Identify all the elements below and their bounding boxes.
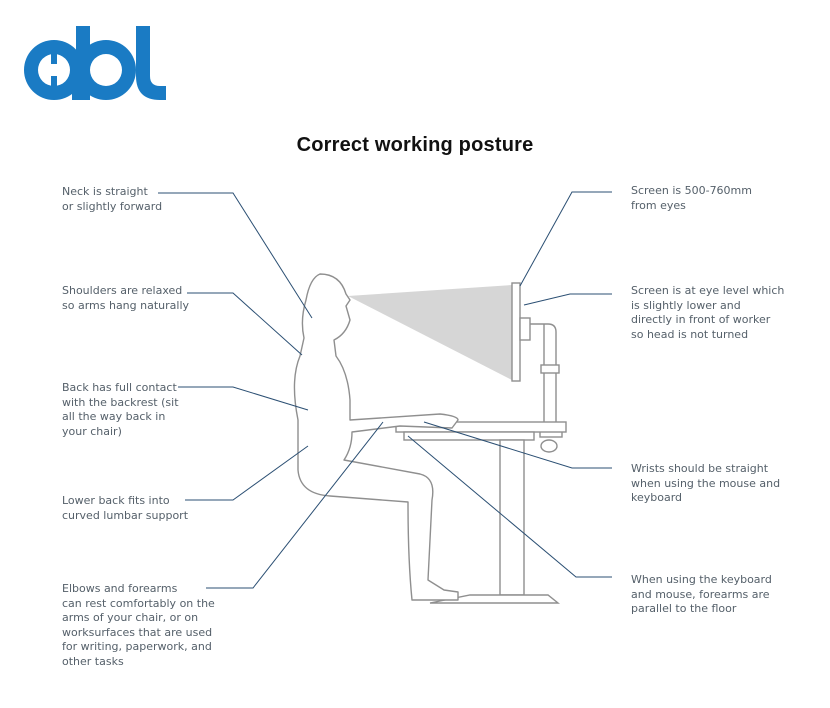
- annotation-elbows: Elbows and forearms can rest comfortably…: [62, 582, 215, 668]
- annotation-back: Back has full contact with the backrest …: [62, 381, 179, 438]
- diagram-title: Correct working posture: [296, 134, 534, 156]
- line-of-sight-cone: [348, 285, 512, 380]
- leader-lower-back: [185, 445, 309, 501]
- leader-back: [178, 386, 309, 411]
- leader-forearms: [407, 435, 612, 578]
- abl-logo: [24, 26, 166, 100]
- leader-neck: [158, 192, 313, 319]
- annotation-forearms: When using the keyboard and mouse, forea…: [631, 573, 772, 615]
- annotation-wrists: Wrists should be straight when using the…: [631, 462, 781, 504]
- annotation-neck: Neck is straight or slightly forward: [62, 185, 163, 213]
- annotation-lower-back: Lower back fits into curved lumbar suppo…: [62, 494, 189, 522]
- annotation-shoulders: Shoulders are relaxed so arms hang natur…: [62, 284, 190, 312]
- leader-screen-distance: [519, 191, 612, 287]
- leader-screen-level: [523, 293, 612, 306]
- leader-shoulders: [187, 292, 303, 356]
- leader-wrists: [423, 421, 612, 469]
- leader-elbows: [206, 421, 384, 589]
- annotation-screen-level: Screen is at eye level which is slightly…: [631, 284, 785, 341]
- leader-lines: [158, 191, 612, 589]
- annotation-screen-distance: Screen is 500-760mm from eyes: [631, 184, 752, 212]
- seated-person: [293, 273, 459, 601]
